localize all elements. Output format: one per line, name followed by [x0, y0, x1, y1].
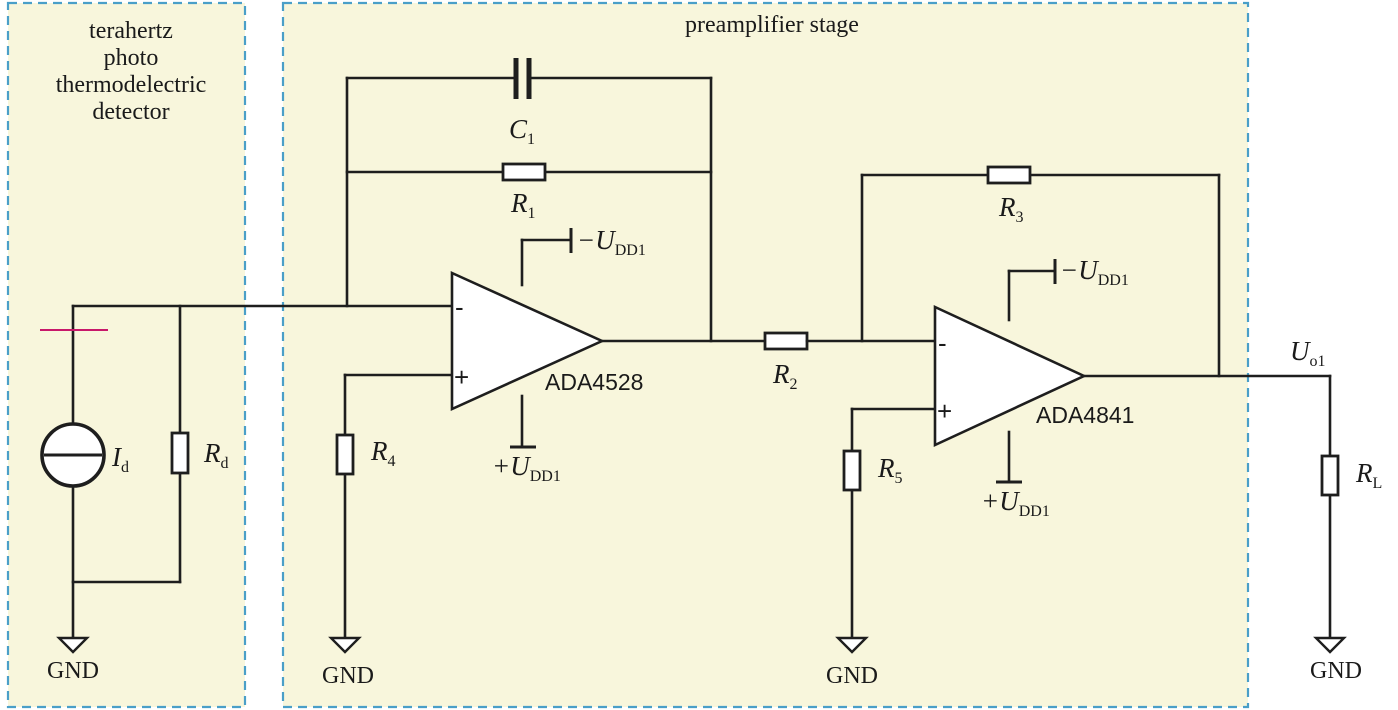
pos-supply-label-2: +UDD1 — [981, 486, 1050, 520]
label-id: Id — [111, 442, 129, 476]
resistor-r5 — [842, 449, 862, 492]
current-source-icon — [40, 422, 106, 488]
detector-label-2: photo — [104, 45, 159, 71]
label-r5: R5 — [877, 453, 903, 487]
neg-supply-label-2: −UDD1 — [1060, 255, 1129, 289]
label-r1: R1 — [510, 188, 536, 222]
label-rl: RL — [1355, 458, 1382, 492]
label-rd: Rd — [203, 438, 229, 472]
label-r3: R3 — [998, 192, 1024, 226]
label-c1: C1 — [509, 114, 535, 148]
opamp-ada4528 — [450, 270, 606, 412]
resistor-r2 — [763, 331, 809, 351]
label-r2: R2 — [772, 359, 798, 393]
label-r4: R4 — [370, 436, 396, 470]
detector-block — [6, 1, 247, 709]
ground-icon — [835, 636, 869, 654]
ground-icon — [56, 636, 90, 654]
gnd-label-3: GND — [826, 663, 878, 689]
gnd-label-1: GND — [47, 658, 99, 684]
resistor-rl — [1320, 454, 1340, 497]
neg-supply-label-1: −UDD1 — [577, 225, 646, 259]
capacitor-c1 — [513, 58, 532, 99]
pos-supply-label-1: +UDD1 — [492, 451, 561, 485]
opamp-ada4841 — [933, 304, 1088, 448]
opamp1-minus: - — [455, 292, 464, 322]
label-uo1: Uo1 — [1290, 336, 1326, 370]
preamp-label: preamplifier stage — [685, 12, 859, 38]
detector-label-3: thermodelectric — [56, 72, 207, 98]
detector-label-4: detector — [92, 99, 169, 125]
stage1-wiring — [343, 76, 767, 640]
detector-label-1: terahertz — [89, 18, 173, 44]
resistor-r3 — [986, 165, 1032, 185]
stage2-wiring — [805, 173, 1332, 640]
gnd-label-2: GND — [322, 663, 374, 689]
opamp2-label: ADA4841 — [1036, 402, 1134, 428]
resistor-rd — [170, 431, 190, 475]
preamp-block — [281, 1, 1250, 709]
opamp2-minus: - — [938, 328, 947, 358]
resistor-r1 — [501, 162, 547, 182]
ground-icon — [328, 636, 362, 654]
opamp2-plus: + — [937, 396, 952, 426]
gnd-label-4: GND — [1310, 658, 1362, 684]
resistor-r4 — [335, 433, 355, 476]
ground-icon — [1313, 636, 1347, 654]
opamp1-plus: + — [454, 362, 469, 392]
detector-wiring — [71, 304, 457, 640]
opamp1-label: ADA4528 — [545, 369, 643, 395]
